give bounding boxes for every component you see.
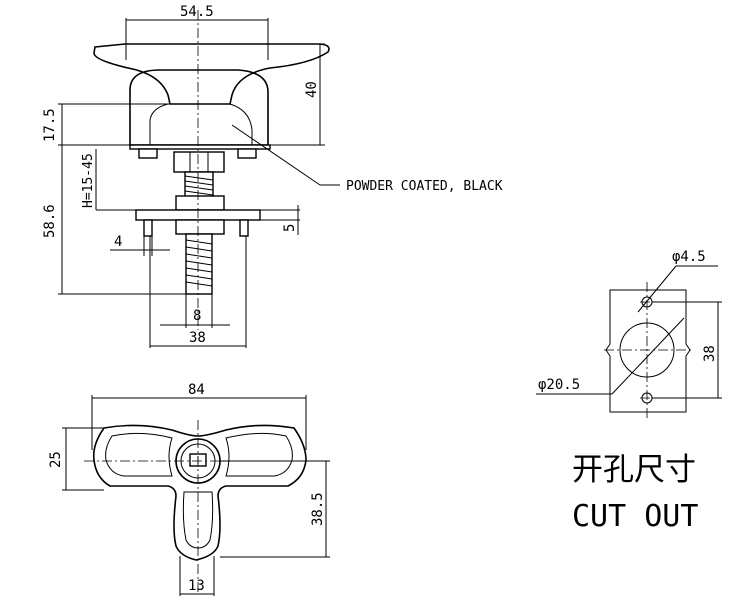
- dim-38-cutout: 38: [702, 345, 718, 362]
- thread-hatch: [184, 175, 214, 196]
- handle-body: [129, 69, 269, 146]
- dim-13: 13: [188, 578, 205, 594]
- side-dimension-labels: 54.5 40 17.5 58.6 H=15-45 4 5 8 38 POWDE…: [42, 4, 503, 346]
- plan-dimensions: [62, 395, 330, 596]
- finish-note: POWDER COATED, BLACK: [346, 179, 503, 194]
- dim-grip-range: H=15-45: [81, 153, 96, 208]
- side-view: [93, 10, 330, 330]
- dim-84: 84: [188, 382, 205, 398]
- cutout-labels: φ4.5 φ20.5 38 开孔尺寸 CUT OUT: [538, 249, 718, 534]
- cutout-title-en: CUT OUT: [572, 499, 698, 534]
- dim-4: 4: [114, 234, 122, 250]
- dim-5: 5: [282, 224, 298, 232]
- dim-17-5: 17.5: [42, 108, 58, 142]
- dim-38-side: 38: [189, 330, 206, 346]
- dim-58-6: 58.6: [42, 204, 58, 238]
- dim-38-5: 38.5: [310, 492, 326, 526]
- thread-hatch-lower: [185, 239, 213, 287]
- dim-hole-large: φ20.5: [538, 377, 580, 393]
- side-dimensions: [58, 18, 340, 348]
- cutout-view: [604, 282, 692, 418]
- dim-25: 25: [48, 451, 64, 468]
- plan-dimension-labels: 84 25 38.5 13: [48, 382, 326, 594]
- plan-view: [84, 420, 312, 595]
- t-handle-outline: [92, 424, 307, 561]
- dim-54-5: 54.5: [180, 4, 214, 20]
- cutout-title-cn: 开孔尺寸: [572, 452, 696, 488]
- cutout-dimensions: [536, 265, 722, 399]
- dim-hole-small: φ4.5: [672, 249, 706, 265]
- dim-40: 40: [304, 81, 320, 98]
- dim-8: 8: [193, 308, 201, 324]
- handle-wings: [93, 43, 330, 105]
